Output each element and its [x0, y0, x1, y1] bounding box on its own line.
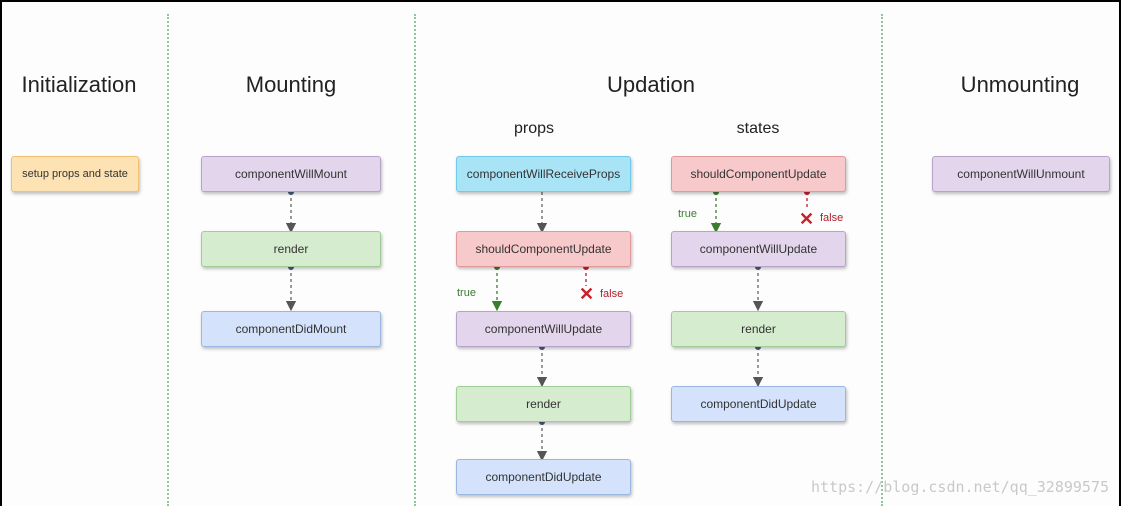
phase-mounting-title: Mounting [245, 72, 337, 97]
props-false-label: false [600, 288, 624, 300]
node-props-render: render [456, 386, 631, 422]
node-props-component-will-update: componentWillUpdate [456, 311, 631, 347]
node-setup-props-state: setup props and state [11, 156, 139, 192]
separator-updation-unmounting [881, 14, 883, 506]
separator-mounting-updation [414, 14, 416, 506]
node-states-component-did-update: componentDidUpdate [671, 386, 846, 422]
states-true-label: true [678, 208, 697, 220]
separator-init-mounting [167, 14, 169, 506]
node-component-did-mount: componentDidMount [201, 311, 381, 347]
node-states-component-will-update: componentWillUpdate [671, 231, 846, 267]
watermark: https://blog.csdn.net/qq_32899575 [810, 478, 1109, 496]
subhead-states: states [736, 120, 780, 137]
phase-updation-title: Updation [606, 72, 696, 97]
subhead-props: props [513, 120, 555, 137]
node-component-will-unmount: componentWillUnmount [932, 156, 1110, 192]
phase-initialization-title: Initialization [21, 72, 137, 97]
node-props-component-did-update: componentDidUpdate [456, 459, 631, 495]
node-props-should-component-update: shouldComponentUpdate [456, 231, 631, 267]
cross-icon: ✕ [799, 209, 815, 229]
node-component-will-mount: componentWillMount [201, 156, 381, 192]
props-true-label: true [457, 287, 476, 299]
node-mount-render: render [201, 231, 381, 267]
phase-unmounting-title: Unmounting [960, 72, 1080, 97]
node-states-render: render [671, 311, 846, 347]
cross-icon: ✕ [579, 284, 595, 304]
node-component-will-receive-props: componentWillReceiveProps [456, 156, 631, 192]
states-false-label: false [820, 212, 844, 224]
node-states-should-component-update: shouldComponentUpdate [671, 156, 846, 192]
